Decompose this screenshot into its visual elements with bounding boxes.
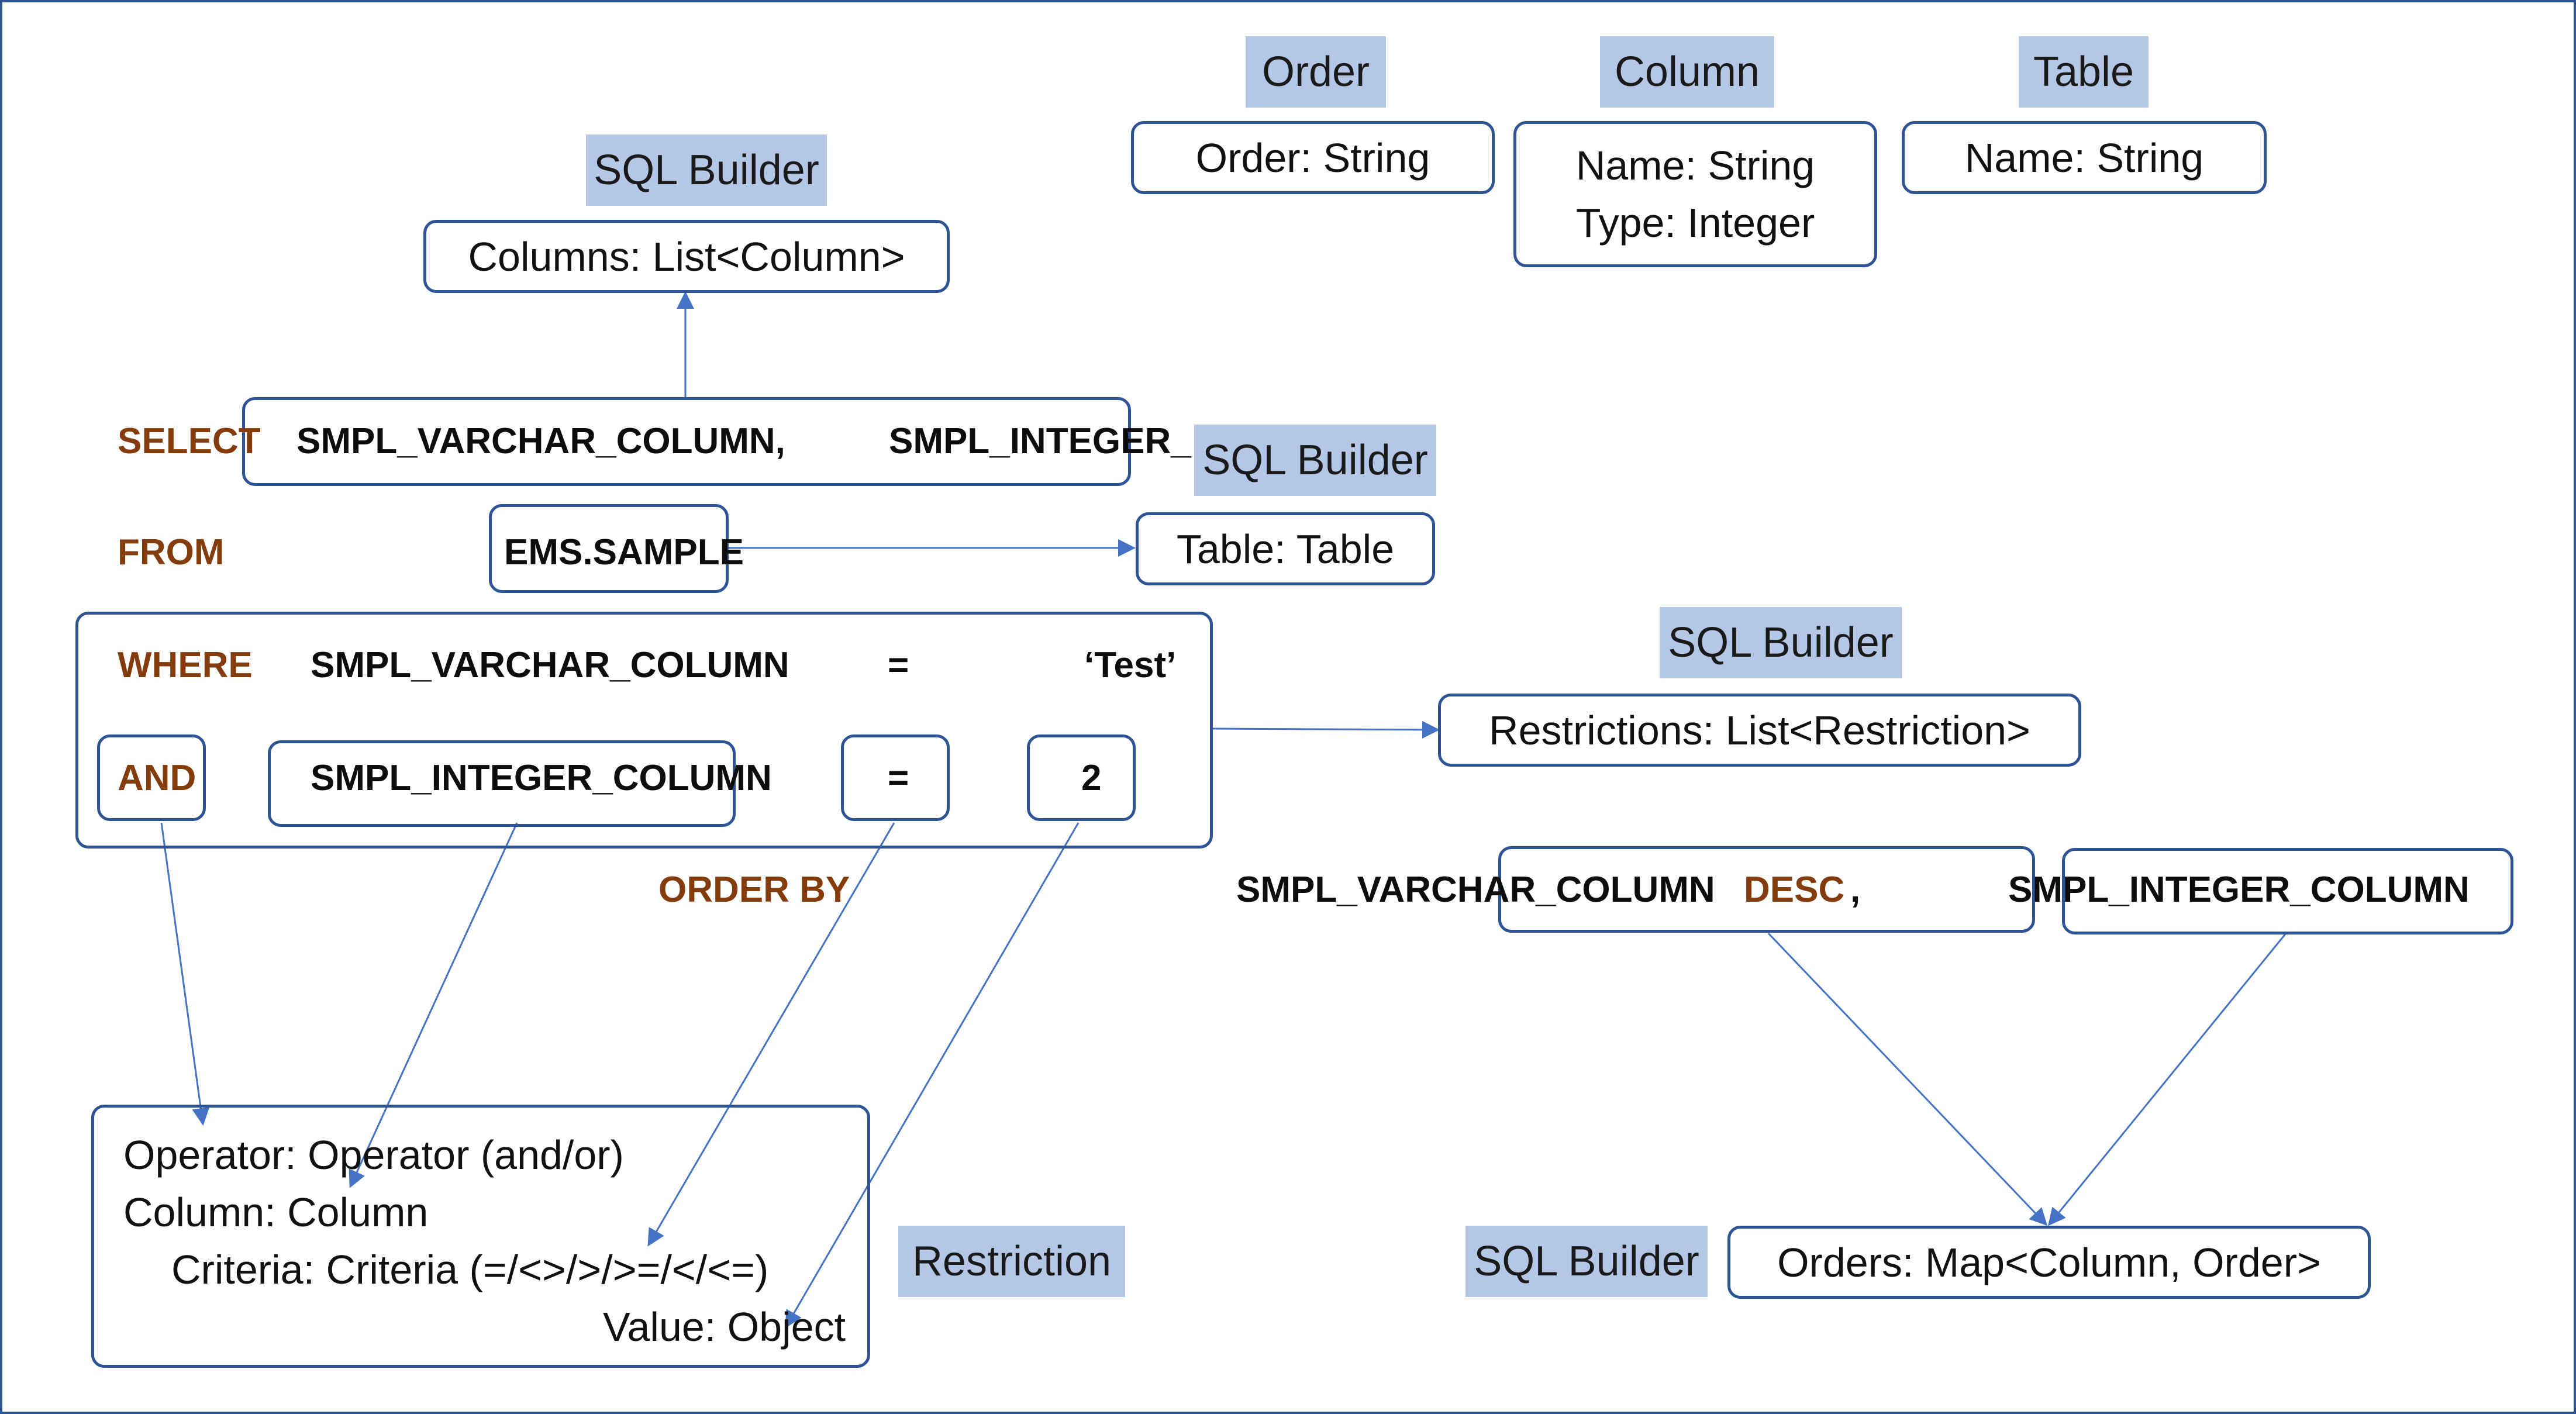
columns-field-box: Columns: List<Column> [423,220,950,293]
sql-builder-label-columns: SQL Builder [586,134,827,206]
sql-builder-label-table: SQL Builder [1194,425,1436,496]
order-integer-column: SMPL_INTEGER_COLUMN [2008,870,2470,910]
column-type-field: Type: Integer [1575,200,1815,246]
and-operator: = [888,758,909,798]
sql-builder-label-orders: SQL Builder [1465,1226,1708,1297]
column-name-field: Name: String [1575,143,1815,188]
arrow-desc-to-orders [1767,932,2048,1226]
arrow-integer-to-orders [2048,933,2287,1226]
from-table-name: EMS.SAMPLE [504,532,744,573]
select-keyword: SELECT [118,421,261,461]
order-class-label: Order [1246,36,1386,108]
table-ref-field: Table: Table [1176,526,1395,572]
restrictions-field: Restrictions: List<Restriction> [1489,707,2030,753]
where-varchar-column: SMPL_VARCHAR_COLUMN [311,645,789,685]
order-comma: , [1850,870,1861,910]
restrictions-field-box: Restrictions: List<Restriction> [1438,694,2081,767]
order-desc-outline [1498,846,2035,933]
column-class-label: Column [1600,36,1774,108]
where-value: ‘Test’ [1084,645,1177,685]
order-field-box: Order: String [1131,121,1495,194]
column-fields-box: Name: String Type: Integer [1513,121,1877,267]
order-varchar-column: SMPL_VARCHAR_COLUMN [1236,870,1715,910]
and-value-outline [1027,734,1136,821]
table-name-field: Name: String [1964,134,2204,181]
from-table-outline [489,504,729,593]
sql-builder-label-restrictions: SQL Builder [1660,607,1902,678]
and-keyword: AND [118,758,196,798]
select-columns-outline [242,397,1131,486]
and-keyword-outline [97,734,206,821]
from-keyword: FROM [118,532,225,573]
and-value: 2 [1081,758,1102,798]
order-integer-outline [2062,848,2513,934]
orders-field: Orders: Map<Column, Order> [1777,1239,2321,1285]
table-field-box: Name: String [1902,121,2267,194]
orders-field-box: Orders: Map<Column, Order> [1727,1226,2371,1299]
restriction-class-label: Restriction [898,1226,1125,1297]
restriction-column-field: Column: Column [123,1189,429,1235]
order-by-keyword: ORDER BY [658,870,850,910]
select-integer-column: SMPL_INTEGER_ [889,421,1191,461]
where-operator: = [888,645,909,685]
restriction-operator-field: Operator: Operator (and/or) [123,1132,624,1178]
arrow-where-to-restrictions [1212,720,1440,739]
restriction-value-field: Value: Object [603,1304,846,1350]
restriction-criteria-field: Criteria: Criteria (=/<>/>/>=/</<=) [171,1247,769,1292]
select-varchar-column: SMPL_VARCHAR_COLUMN, [296,421,785,461]
arrow-and-to-operator [160,822,210,1126]
restriction-fields-box: Operator: Operator (and/or) Column: Colu… [91,1105,870,1368]
order-field: Order: String [1195,134,1430,181]
order-desc-keyword: DESC [1744,870,1845,910]
where-keyword: WHERE [118,645,253,685]
columns-field: Columns: List<Column> [468,233,905,280]
and-integer-column: SMPL_INTEGER_COLUMN [311,758,772,798]
table-ref-field-box: Table: Table [1136,512,1435,585]
where-clause-outline [75,612,1213,849]
and-operator-outline [841,734,950,821]
table-class-label: Table [2019,36,2149,108]
and-column-outline [268,740,736,827]
